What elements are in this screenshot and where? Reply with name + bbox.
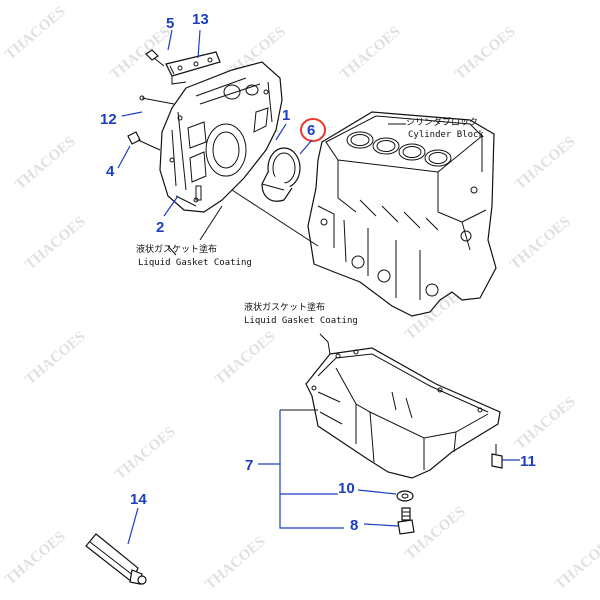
washer[interactable] xyxy=(396,490,414,502)
watermark: THACOES xyxy=(2,529,68,588)
callout-14[interactable]: 14 xyxy=(130,491,147,508)
callout-12[interactable]: 12 xyxy=(100,111,117,128)
callout-10[interactable]: 10 xyxy=(338,480,355,497)
callout-2[interactable]: 2 xyxy=(156,219,164,236)
callout-7[interactable]: 7 xyxy=(245,457,253,474)
gear-case-cover[interactable] xyxy=(159,61,283,213)
cylinder-block-label-en: Cylinder Block xyxy=(408,130,484,140)
bolt-4[interactable] xyxy=(127,131,161,151)
cylinder-block-label-jp: シリンダブロック xyxy=(406,116,478,128)
watermark: THACOES xyxy=(512,394,578,453)
callout-5[interactable]: 5 xyxy=(166,15,174,32)
bolt-11[interactable] xyxy=(491,444,503,469)
drain-plug[interactable] xyxy=(397,507,415,535)
watermark: THACOES xyxy=(512,134,578,193)
watermark: THACOES xyxy=(12,134,78,193)
watermark: THACOES xyxy=(22,329,88,388)
cylinder-block[interactable] xyxy=(307,111,497,317)
callout-13[interactable]: 13 xyxy=(192,11,209,28)
gasket-tube[interactable] xyxy=(85,533,147,585)
mounting-bracket[interactable] xyxy=(165,51,221,85)
callout-1[interactable]: 1 xyxy=(282,107,290,124)
gasket-label-en: Liquid Gasket Coating xyxy=(138,258,252,268)
watermark: THACOES xyxy=(2,4,68,63)
watermark: THACOES xyxy=(107,24,173,83)
watermark: THACOES xyxy=(22,214,88,273)
gasket-label-2-jp: 液状ガスケット塗布 xyxy=(244,301,325,313)
watermark: THACOES xyxy=(507,214,573,273)
watermark: THACOES xyxy=(202,534,268,593)
watermarks: THACOES THACOES THACOES THACOES THACOES … xyxy=(2,4,600,593)
callout-numbers: 5 13 12 1 6 4 2 7 10 11 8 14 xyxy=(100,11,536,534)
watermark: THACOES xyxy=(402,504,468,563)
watermark: THACOES xyxy=(212,329,278,388)
callout-8[interactable]: 8 xyxy=(350,517,358,534)
watermark: THACOES xyxy=(452,24,518,83)
watermark: THACOES xyxy=(112,424,178,483)
gasket-label-jp: 液状ガスケット塗布 xyxy=(136,243,217,255)
oil-seal-ring[interactable] xyxy=(261,147,301,202)
bolt-5[interactable] xyxy=(145,49,165,67)
callout-11[interactable]: 11 xyxy=(520,453,536,470)
oil-pan[interactable] xyxy=(305,347,501,479)
callout-6[interactable]: 6 xyxy=(307,122,315,139)
leader-lines xyxy=(167,123,406,411)
gasket-label-2-en: Liquid Gasket Coating xyxy=(244,316,358,326)
callout-leaders xyxy=(117,29,520,545)
callout-4[interactable]: 4 xyxy=(106,163,115,180)
highlight-ring xyxy=(300,118,326,142)
dowel-pin[interactable] xyxy=(139,95,175,105)
watermark: THACOES xyxy=(552,534,600,593)
watermark: THACOES xyxy=(337,24,403,83)
